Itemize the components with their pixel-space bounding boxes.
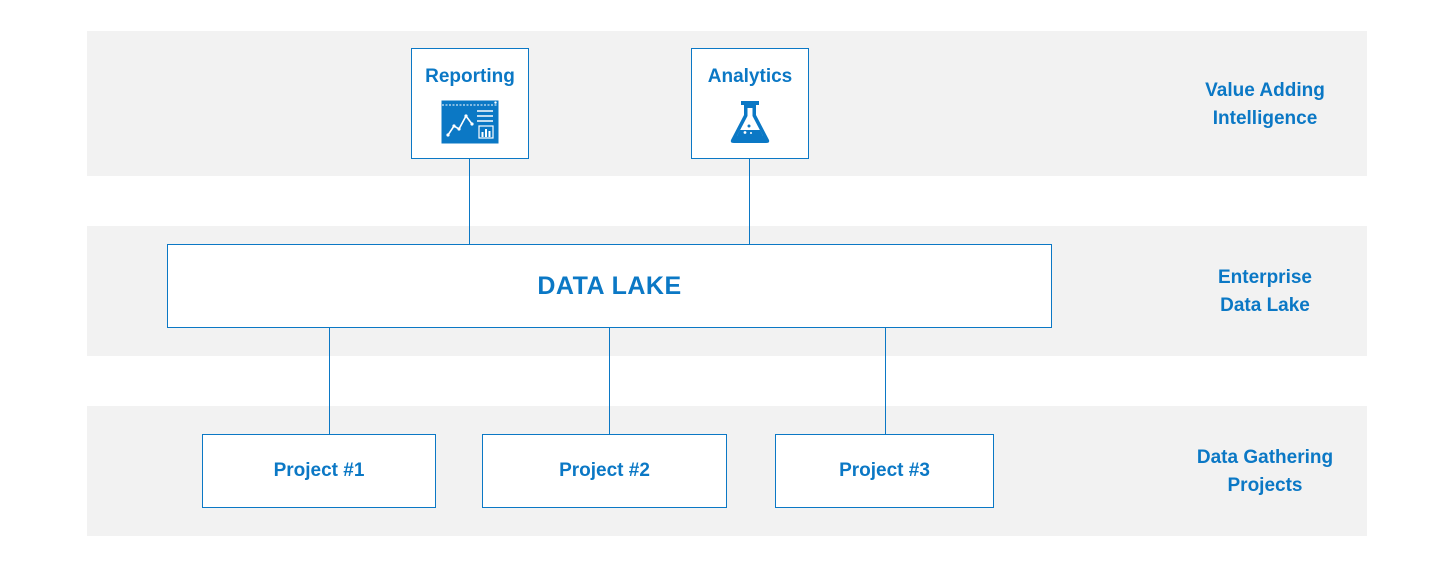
layer-label-line: Projects [1227, 475, 1303, 496]
project-1-node[interactable]: Project #1 [202, 434, 436, 508]
project-3-label: Project #3 [839, 460, 930, 481]
project-1-label: Project #1 [273, 460, 365, 481]
analytics-node[interactable]: Analytics [691, 48, 809, 159]
lab-flask-icon [730, 101, 770, 143]
report-dashboard-icon [441, 100, 499, 144]
data-lake-label: DATA LAKE [537, 271, 682, 300]
data-lake-node[interactable]: DATA LAKE [167, 244, 1052, 328]
layer-label-line: Enterprise [1218, 267, 1312, 288]
layer-label-data-gathering-projects: Data Gathering Projects [1160, 444, 1370, 500]
layer-label-line: Value Adding [1205, 80, 1325, 101]
project-3-node[interactable]: Project #3 [775, 434, 994, 508]
layer-label-value-adding-intelligence: Value Adding Intelligence [1160, 77, 1370, 133]
layer-label-line: Data Gathering [1196, 447, 1334, 468]
project-2-node[interactable]: Project #2 [482, 434, 727, 508]
layer-label-line: Data Lake [1220, 295, 1310, 316]
layer-label-enterprise-data-lake: Enterprise Data Lake [1160, 264, 1370, 320]
layer-label-line: Intelligence [1212, 108, 1318, 129]
reporting-label: Reporting [425, 66, 515, 87]
reporting-node[interactable]: Reporting [411, 48, 529, 159]
analytics-label: Analytics [707, 66, 793, 87]
project-2-label: Project #2 [559, 460, 650, 481]
